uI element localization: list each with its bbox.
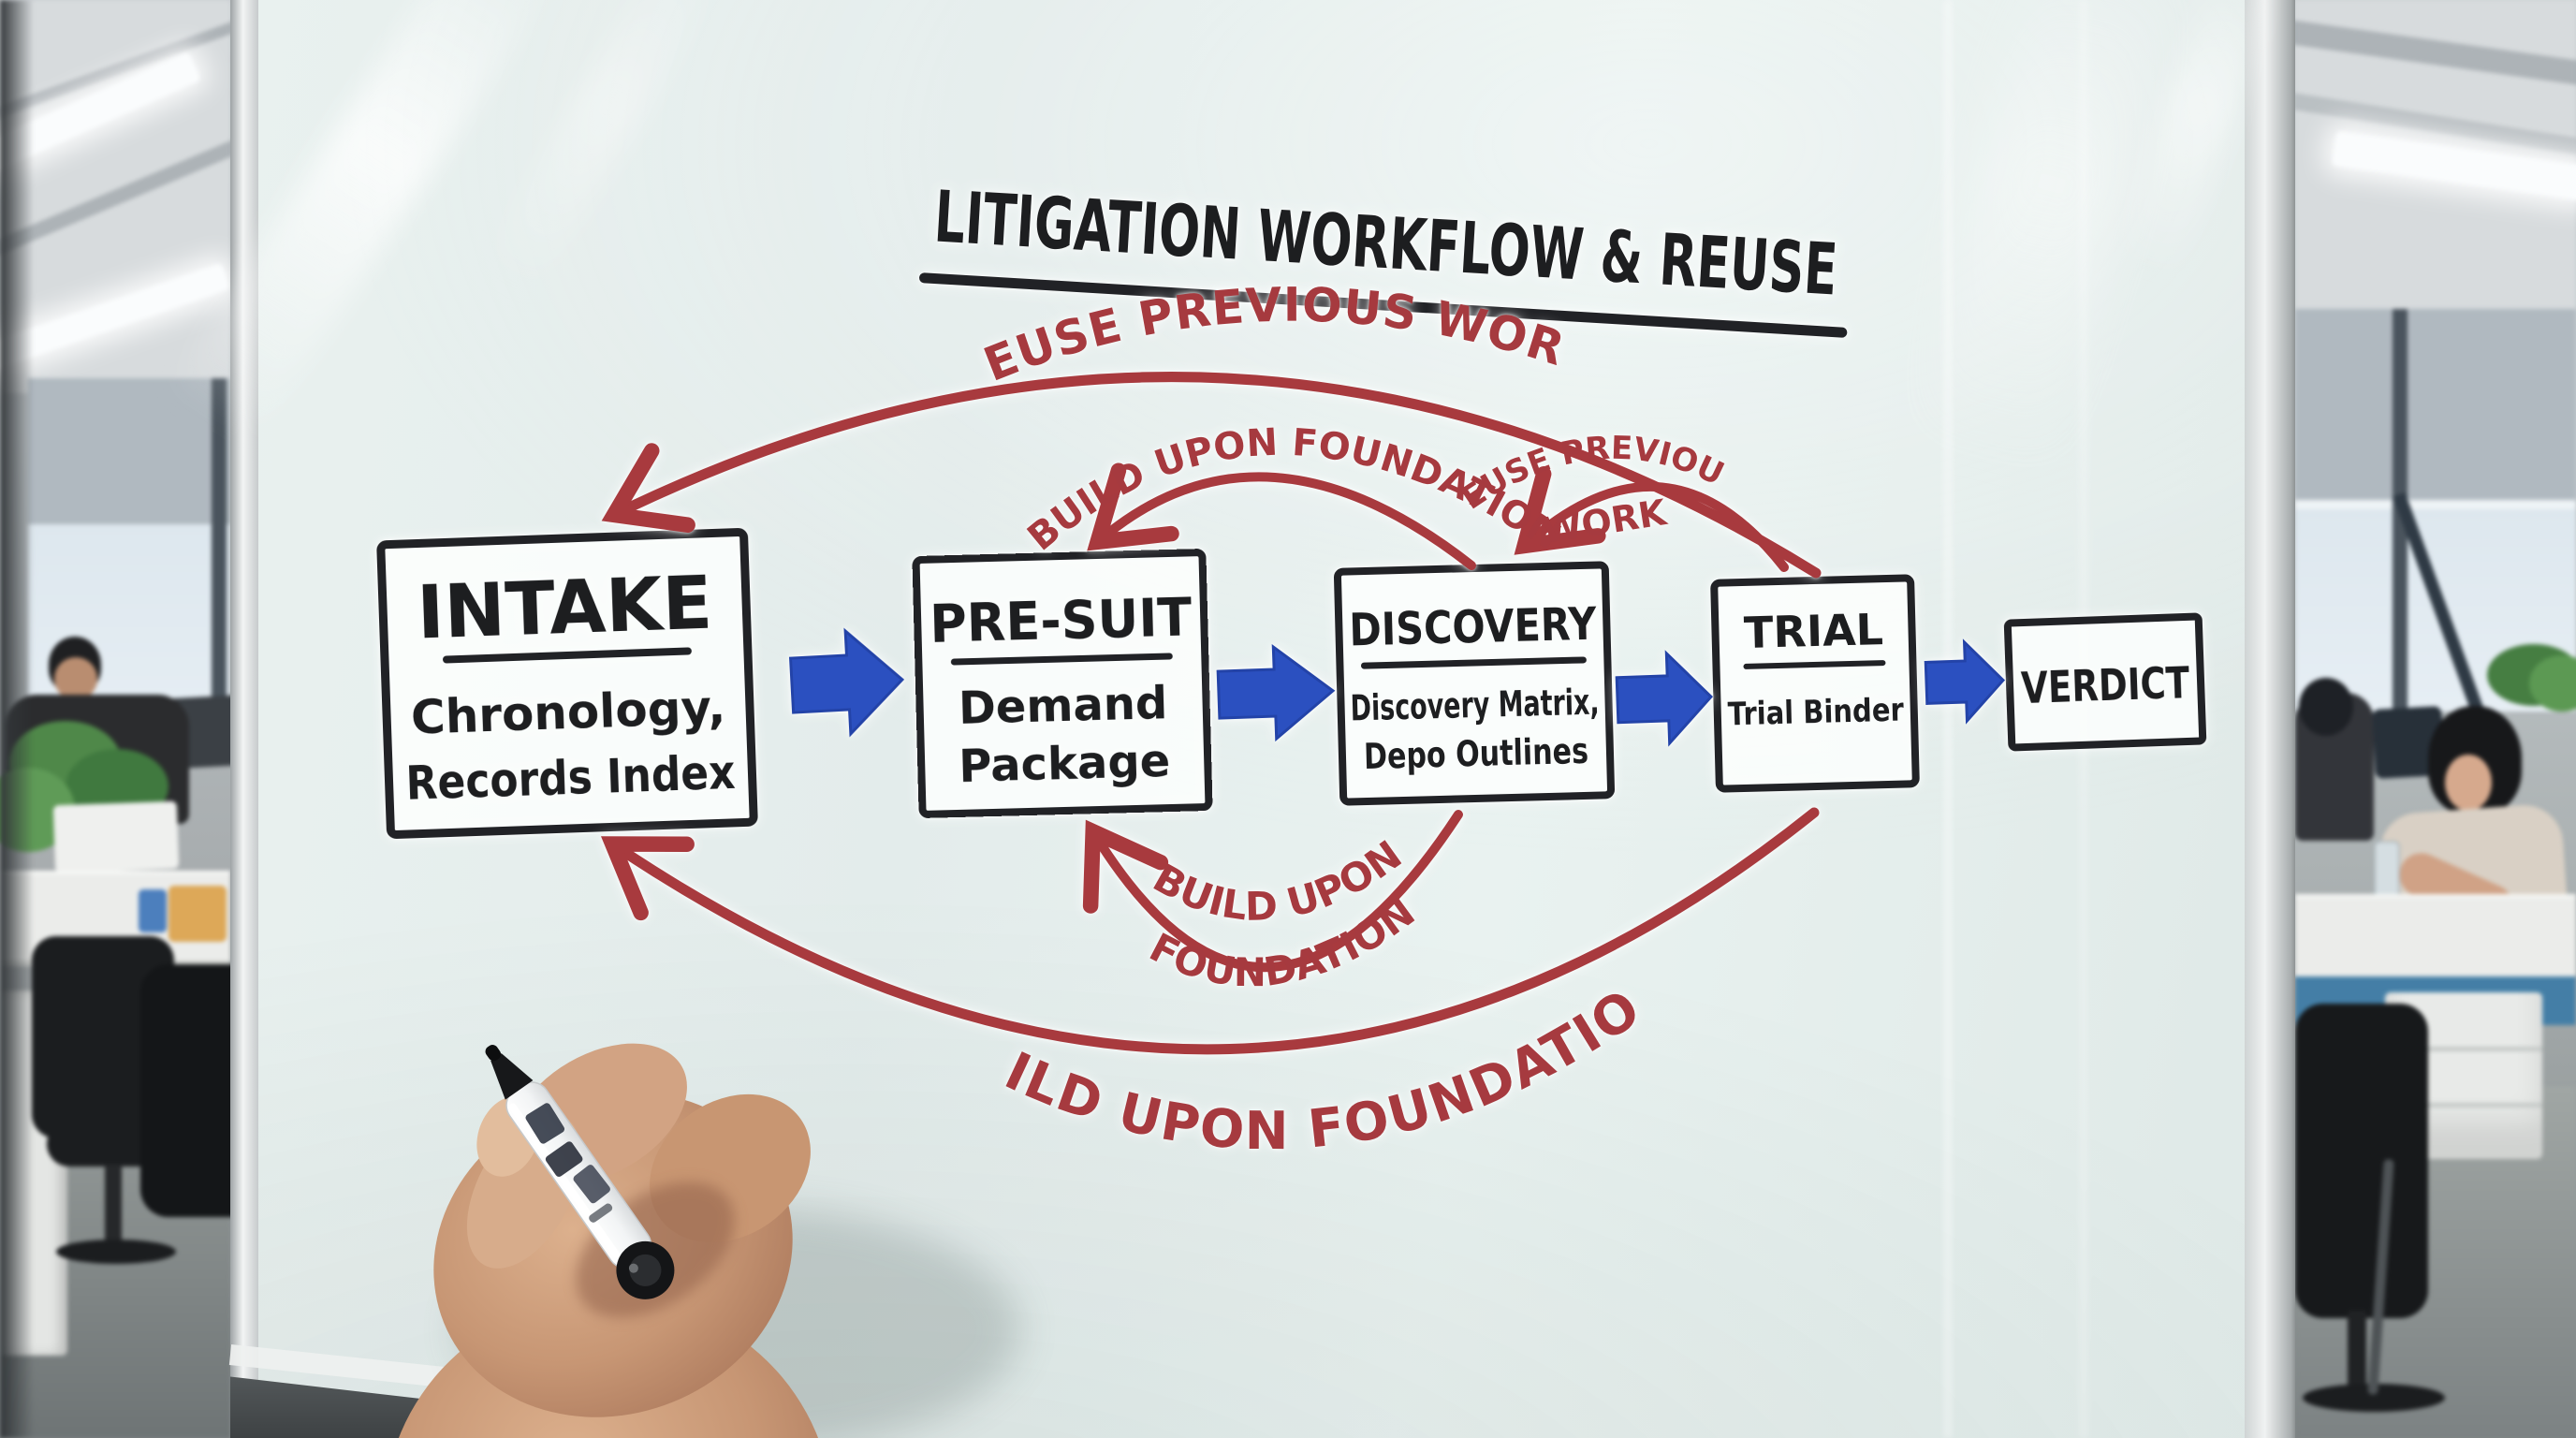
stage-box-pre-suit: PRE-SUIT Demand Package	[912, 549, 1213, 818]
svg-text:REUSE PREVIOUS WORK: REUSE PREVIOUS WORK	[0, 0, 1572, 392]
stage-artifact-line: Chronology,	[410, 680, 726, 745]
stage-artifact-line: Demand	[958, 677, 1168, 735]
stage-artifact-line: Package	[959, 735, 1171, 793]
arc-build-trial-to-intake-bottom	[600, 807, 1820, 1055]
cabinet-line	[2385, 1047, 2542, 1051]
marker-nib	[485, 1045, 502, 1062]
stage-box-trial: TRIAL Trial Binder	[1710, 574, 1920, 793]
marker-cap-glare	[628, 1263, 638, 1273]
stage-artifact-line: Trial Binder	[1727, 692, 1904, 734]
stage-heading: VERDICT	[2020, 657, 2190, 713]
office-worker-head	[2299, 678, 2353, 736]
hand-with-marker	[398, 1043, 1020, 1438]
flow-arrow-trial-verdict	[1924, 638, 2006, 725]
chair-post	[2348, 1311, 2366, 1397]
whiteboard-frame-left	[230, 0, 258, 1438]
stage-artifact-line: Records Index	[405, 745, 737, 811]
office-background-right	[2295, 0, 2576, 1438]
marker-cap-inner	[629, 1254, 662, 1286]
stage-heading-underline	[1743, 660, 1886, 669]
orange-box	[168, 886, 227, 942]
window	[2295, 309, 2576, 735]
wall-edge	[0, 0, 34, 1438]
office-chair	[2295, 1004, 2428, 1318]
stage-heading: DISCOVERY	[1349, 598, 1598, 657]
chair-base	[56, 1240, 176, 1264]
arc-reuse-trial-to-intake-top	[601, 372, 1822, 579]
marker-label-mark	[573, 1165, 610, 1204]
title-underline	[919, 272, 1848, 338]
stage-box-intake: INTAKE Chronology, Records Index	[376, 528, 758, 839]
marker-label-mark	[545, 1141, 583, 1177]
blue-cup	[139, 889, 167, 932]
stage-box-discovery: DISCOVERY Discovery Matrix, Depo Outline…	[1333, 561, 1616, 806]
stage-artifact-line: Discovery Matrix,	[1350, 682, 1600, 729]
arc-reuse-trial-to-discovery-top	[1514, 466, 1789, 572]
label-reuse-previous-line2: WORK	[1540, 492, 1671, 551]
window-blind	[2295, 309, 2576, 500]
plant	[2529, 655, 2576, 712]
blind-edge	[2295, 500, 2576, 509]
flow-arrows	[788, 627, 2006, 747]
stage-heading: INTAKE	[416, 562, 713, 656]
cabinet-line	[2385, 1103, 2542, 1108]
whiteboard-frame-right	[2245, 0, 2295, 1438]
flow-arrow-intake-presuit	[788, 627, 905, 738]
stage-heading-underline	[1360, 656, 1587, 669]
stage-heading: TRIAL	[1743, 604, 1883, 658]
office-worker-face	[54, 657, 97, 700]
marker-pen	[485, 1045, 675, 1299]
flow-arrow-discovery-trial	[1615, 650, 1714, 747]
flow-arrow-presuit-discovery	[1216, 644, 1336, 742]
stage-box-verdict: VERDICT	[2003, 612, 2207, 752]
label-reuse-previous-work-top: REUSE PREVIOUS WORK	[0, 0, 1571, 392]
stage-heading-underline	[950, 653, 1173, 666]
marker-label-mark	[589, 1203, 613, 1223]
stage-heading-underline	[443, 647, 692, 664]
stage-heading: PRE-SUIT	[929, 587, 1193, 654]
arc-build-discovery-to-presuit-top	[1087, 462, 1476, 570]
arc-build-discovery-to-presuit-bottom	[1082, 810, 1463, 973]
marker-label-mark	[525, 1103, 565, 1144]
office-chair	[140, 964, 230, 1217]
woman-face	[2445, 755, 2492, 811]
marker-tip-cone	[490, 1053, 534, 1100]
chair-post	[105, 1165, 122, 1245]
stage-artifact-line: Depo Outlines	[1363, 730, 1588, 777]
window-mullion	[212, 378, 227, 740]
stage-boxes: INTAKE Chronology, Records Index PRE-SUI…	[376, 528, 2207, 839]
